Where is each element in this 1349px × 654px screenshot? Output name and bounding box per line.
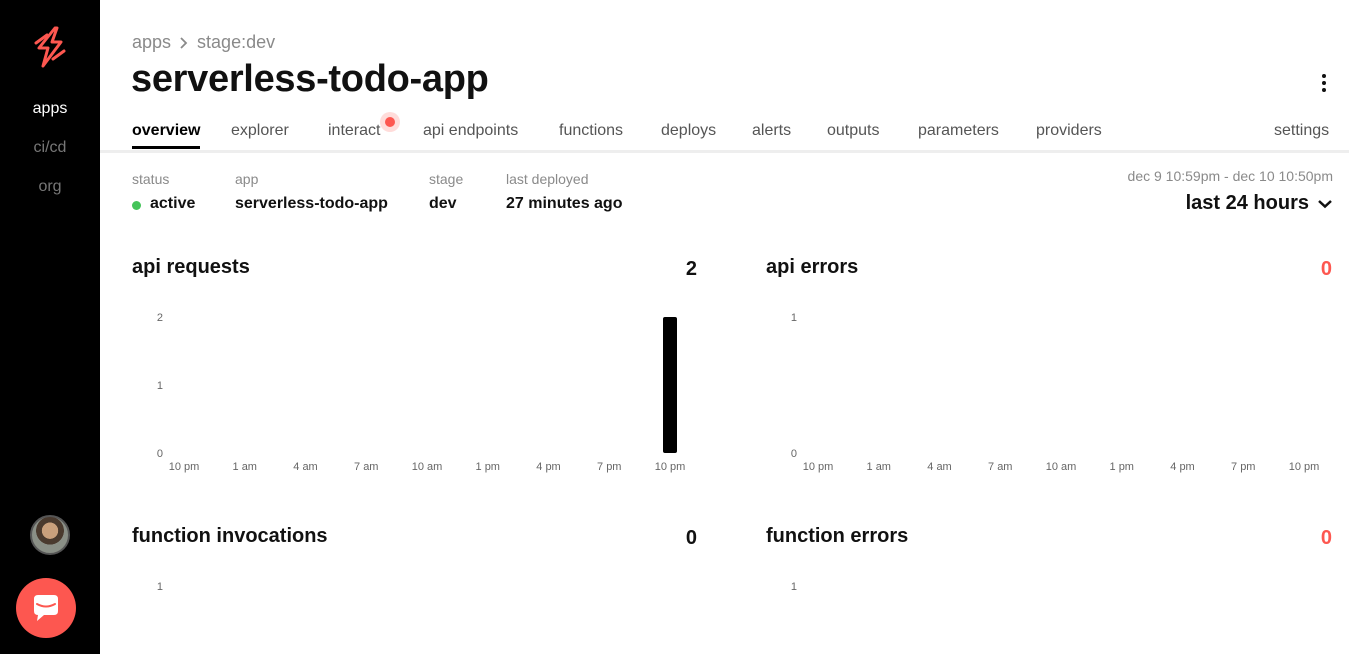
x-tick-label: 10 am	[412, 461, 443, 473]
time-range-text: dec 9 10:59pm - dec 10 10:50pm	[1127, 168, 1333, 184]
x-tick-label: 1 am	[233, 461, 257, 473]
sidebar: apps ci/cd org	[0, 0, 100, 654]
breadcrumb-stage[interactable]: stage:dev	[197, 32, 276, 52]
more-options-icon[interactable]	[1316, 72, 1332, 96]
x-tick-label: 4 am	[293, 461, 317, 473]
tab-parameters[interactable]: parameters	[918, 122, 999, 139]
x-tick-label: 10 pm	[655, 461, 686, 473]
tab-interact[interactable]: interact	[328, 122, 381, 139]
notification-dot	[380, 112, 400, 132]
y-tick-label: 0	[157, 448, 163, 460]
x-tick-label: 10 pm	[803, 461, 834, 473]
page-title: serverless-todo-app	[131, 58, 489, 100]
bar[interactable]	[663, 317, 677, 453]
chart-total-function-invocations: 0	[685, 527, 697, 549]
tab-functions[interactable]: functions	[559, 122, 624, 139]
tab-alerts[interactable]: alerts	[752, 122, 792, 139]
sidebar-item-cicd[interactable]: ci/cd	[33, 139, 67, 156]
x-tick-label: 4 pm	[1170, 461, 1194, 473]
chevron-down-icon	[1318, 199, 1332, 208]
chart-title-function-invocations: function invocations	[132, 525, 328, 547]
chart-total-function-errors: 0	[1320, 527, 1332, 549]
tab-api-endpoints[interactable]: api endpoints	[423, 122, 519, 139]
app-value: serverless-todo-app	[235, 195, 388, 212]
y-tick-label: 0	[791, 448, 797, 460]
sidebar-item-apps[interactable]: apps	[32, 100, 68, 117]
y-tick-label: 1	[157, 581, 163, 593]
tab-outputs[interactable]: outputs	[827, 122, 880, 139]
tab-overview[interactable]: overview	[132, 122, 201, 139]
chart-api-errors: 0 1 10 pm 1 am 4 am 7 am 10 am 1 pm 4 pm 7 pm 10 p…	[791, 312, 1320, 473]
time-range-selected: last 24 hours	[1185, 192, 1309, 214]
x-tick-label: 1 am	[867, 461, 891, 473]
tab-deploys[interactable]: deploys	[661, 122, 717, 139]
y-tick-label: 1	[791, 312, 797, 324]
tab-divider	[100, 150, 1349, 153]
y-tick-label: 2	[157, 312, 163, 324]
time-range-dropdown[interactable]: last 24 hours	[1186, 192, 1333, 215]
app-label: app	[235, 171, 259, 187]
chart-title-function-errors: function errors	[766, 525, 909, 547]
sidebar-item-org[interactable]: org	[38, 178, 62, 195]
breadcrumb-apps[interactable]: apps	[132, 32, 172, 52]
tab-explorer[interactable]: explorer	[231, 122, 289, 139]
tab-settings[interactable]: settings	[1274, 122, 1330, 139]
stage-value: dev	[429, 195, 457, 212]
chart-function-errors: 1	[791, 581, 797, 593]
x-tick-label: 1 pm	[476, 461, 500, 473]
x-tick-label: 1 pm	[1110, 461, 1134, 473]
avatar[interactable]	[30, 515, 70, 555]
last-deployed-label: last deployed	[506, 171, 589, 187]
chart-total-api-errors: 0	[1320, 258, 1332, 280]
chart-title-api-errors: api errors	[766, 256, 859, 278]
x-tick-label: 7 pm	[597, 461, 621, 473]
serverless-bolt-icon[interactable]	[33, 26, 67, 68]
breadcrumb: apps stage:dev	[132, 32, 275, 53]
tab-providers[interactable]: providers	[1036, 122, 1102, 139]
y-tick-label: 1	[791, 581, 797, 593]
y-tick-label: 1	[157, 380, 163, 392]
x-tick-label: 7 am	[988, 461, 1012, 473]
stage-label: stage	[429, 171, 464, 187]
active-tab-indicator	[132, 146, 200, 149]
x-tick-label: 7 pm	[1231, 461, 1255, 473]
x-tick-label: 7 am	[354, 461, 378, 473]
chat-bubble-icon	[34, 595, 58, 621]
chat-button[interactable]	[16, 578, 76, 638]
status-label: status	[132, 171, 170, 187]
status-indicator	[132, 201, 141, 210]
status-value: active	[150, 195, 196, 212]
chart-title-api-requests: api requests	[132, 256, 250, 278]
x-tick-label: 4 pm	[536, 461, 560, 473]
chart-total-api-requests: 2	[685, 258, 697, 280]
chevron-right-icon	[180, 36, 188, 49]
last-deployed-value: 27 minutes ago	[506, 195, 623, 212]
x-tick-label: 4 am	[927, 461, 951, 473]
x-tick-label: 10 pm	[1289, 461, 1320, 473]
chart-api-requests: 0 1 2 10 pm 1 am 4 am 7 am 10 am 1 pm 4 pm 7 pm 10 …	[157, 312, 686, 473]
x-tick-label: 10 pm	[169, 461, 200, 473]
chart-function-invocations: 1	[157, 581, 163, 593]
x-tick-label: 10 am	[1046, 461, 1077, 473]
